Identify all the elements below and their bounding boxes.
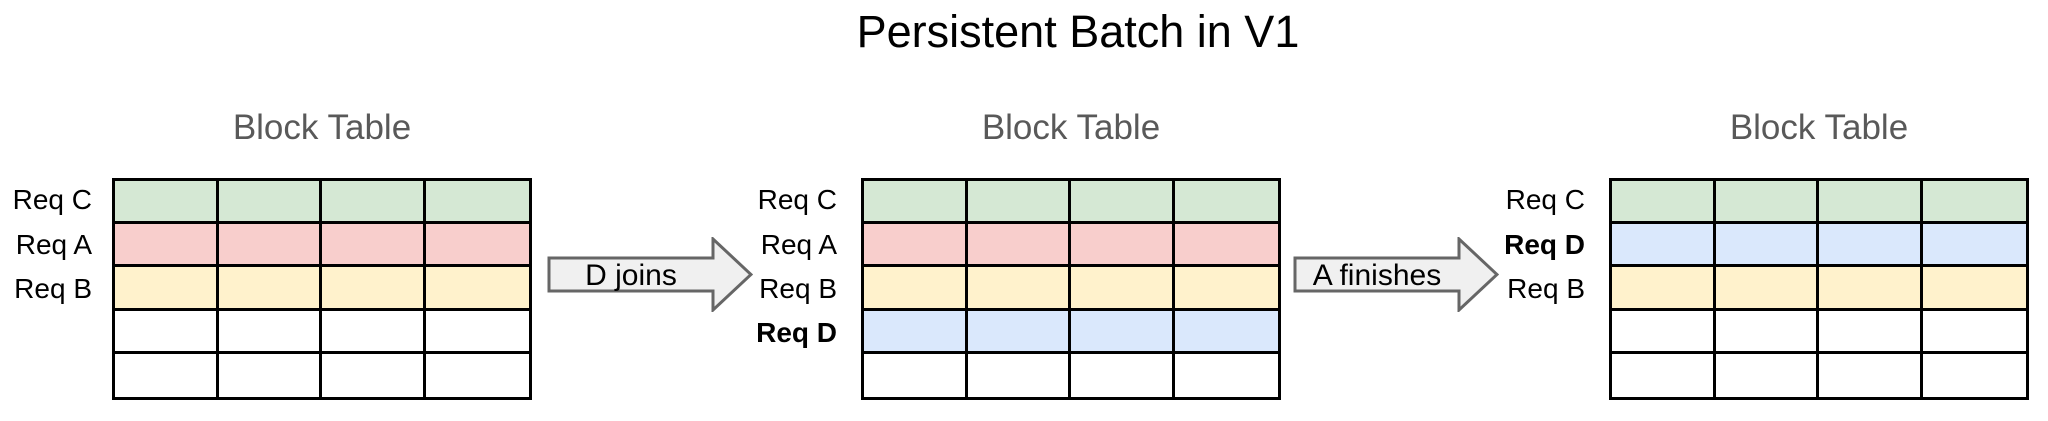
- block-cell: [218, 310, 322, 354]
- block-cell: [1071, 181, 1175, 225]
- block-table-grid: [861, 178, 1281, 400]
- block-cell: [218, 224, 322, 268]
- block-cell: [1922, 353, 2026, 397]
- block-cell: [115, 181, 219, 225]
- block-cell: [967, 353, 1071, 397]
- block-cell: [864, 224, 968, 268]
- block-cell: [115, 353, 219, 397]
- row-label-column: Req C Req A Req B Req D: [637, 178, 837, 400]
- block-cell: [1922, 224, 2026, 268]
- row-label-column: Req C Req A Req B: [0, 178, 92, 400]
- row-label: [0, 311, 92, 355]
- block-cell: [1174, 181, 1278, 225]
- row-label: Req A: [760, 228, 837, 260]
- block-cell: [1922, 310, 2026, 354]
- row-label-column: Req C Req D Req B: [1385, 178, 1585, 400]
- page-title: Persistent Batch in V1: [856, 6, 1300, 57]
- block-cell: [1715, 181, 1819, 225]
- row-label: Req C: [12, 184, 92, 216]
- block-cell: [425, 181, 529, 225]
- block-cell: [1715, 353, 1819, 397]
- block-cell: [864, 353, 968, 397]
- row-label: Req C: [1505, 184, 1585, 216]
- block-cell: [967, 310, 1071, 354]
- row-label: Req B: [1507, 272, 1585, 304]
- block-table-title: Block Table: [232, 108, 412, 147]
- block-cell: [322, 181, 426, 225]
- block-cell: [322, 224, 426, 268]
- block-cell: [1715, 267, 1819, 311]
- row-label: Req B: [14, 272, 92, 304]
- row-label: Req C: [757, 184, 837, 216]
- block-cell: [1071, 353, 1175, 397]
- block-cell: [1174, 267, 1278, 311]
- row-label: Req D: [1504, 228, 1585, 260]
- block-cell: [1612, 267, 1716, 311]
- block-cell: [1715, 310, 1819, 354]
- block-cell: [115, 267, 219, 311]
- row-label: [0, 356, 92, 400]
- block-cell: [864, 310, 968, 354]
- block-table-title: Block Table: [1729, 108, 1909, 147]
- block-cell: [864, 181, 968, 225]
- block-cell: [425, 353, 529, 397]
- arrow-shape: [1293, 237, 1499, 312]
- block-cell: [115, 224, 219, 268]
- arrow-label: A finishes: [1313, 259, 1441, 292]
- block-cell: [1612, 224, 1716, 268]
- block-cell: [1071, 224, 1175, 268]
- block-cell: [1819, 181, 1923, 225]
- block-cell: [1174, 310, 1278, 354]
- block-cell: [322, 353, 426, 397]
- row-label: [1385, 356, 1585, 400]
- block-cell: [322, 310, 426, 354]
- block-table-grid: [1609, 178, 2029, 400]
- block-cell: [864, 267, 968, 311]
- block-cell: [967, 267, 1071, 311]
- block-cell: [425, 267, 529, 311]
- block-cell: [1819, 353, 1923, 397]
- block-cell: [1174, 353, 1278, 397]
- block-cell: [1071, 310, 1175, 354]
- row-label: Req D: [756, 317, 837, 349]
- row-label: Req B: [759, 272, 837, 304]
- block-cell: [425, 310, 529, 354]
- row-label: Req A: [15, 228, 92, 260]
- block-cell: [967, 224, 1071, 268]
- block-cell: [1819, 224, 1923, 268]
- block-table-title: Block Table: [981, 108, 1161, 147]
- block-cell: [1715, 224, 1819, 268]
- block-cell: [1612, 353, 1716, 397]
- block-cell: [425, 224, 529, 268]
- arrow-shape: [547, 237, 753, 312]
- block-cell: [218, 181, 322, 225]
- block-cell: [1819, 267, 1923, 311]
- block-cell: [1819, 310, 1923, 354]
- a-finishes-arrow: A finishes: [1293, 237, 1499, 312]
- block-cell: [1612, 310, 1716, 354]
- block-cell: [115, 310, 219, 354]
- block-cell: [1174, 224, 1278, 268]
- block-cell: [218, 353, 322, 397]
- arrow-label: D joins: [585, 259, 677, 292]
- block-cell: [218, 267, 322, 311]
- block-cell: [322, 267, 426, 311]
- block-table-grid: [112, 178, 532, 400]
- block-cell: [1922, 267, 2026, 311]
- block-cell: [1612, 181, 1716, 225]
- row-label: [637, 356, 837, 400]
- d-joins-arrow: D joins: [547, 237, 753, 312]
- block-cell: [967, 181, 1071, 225]
- row-label: [1385, 311, 1585, 355]
- block-cell: [1071, 267, 1175, 311]
- block-cell: [1922, 181, 2026, 225]
